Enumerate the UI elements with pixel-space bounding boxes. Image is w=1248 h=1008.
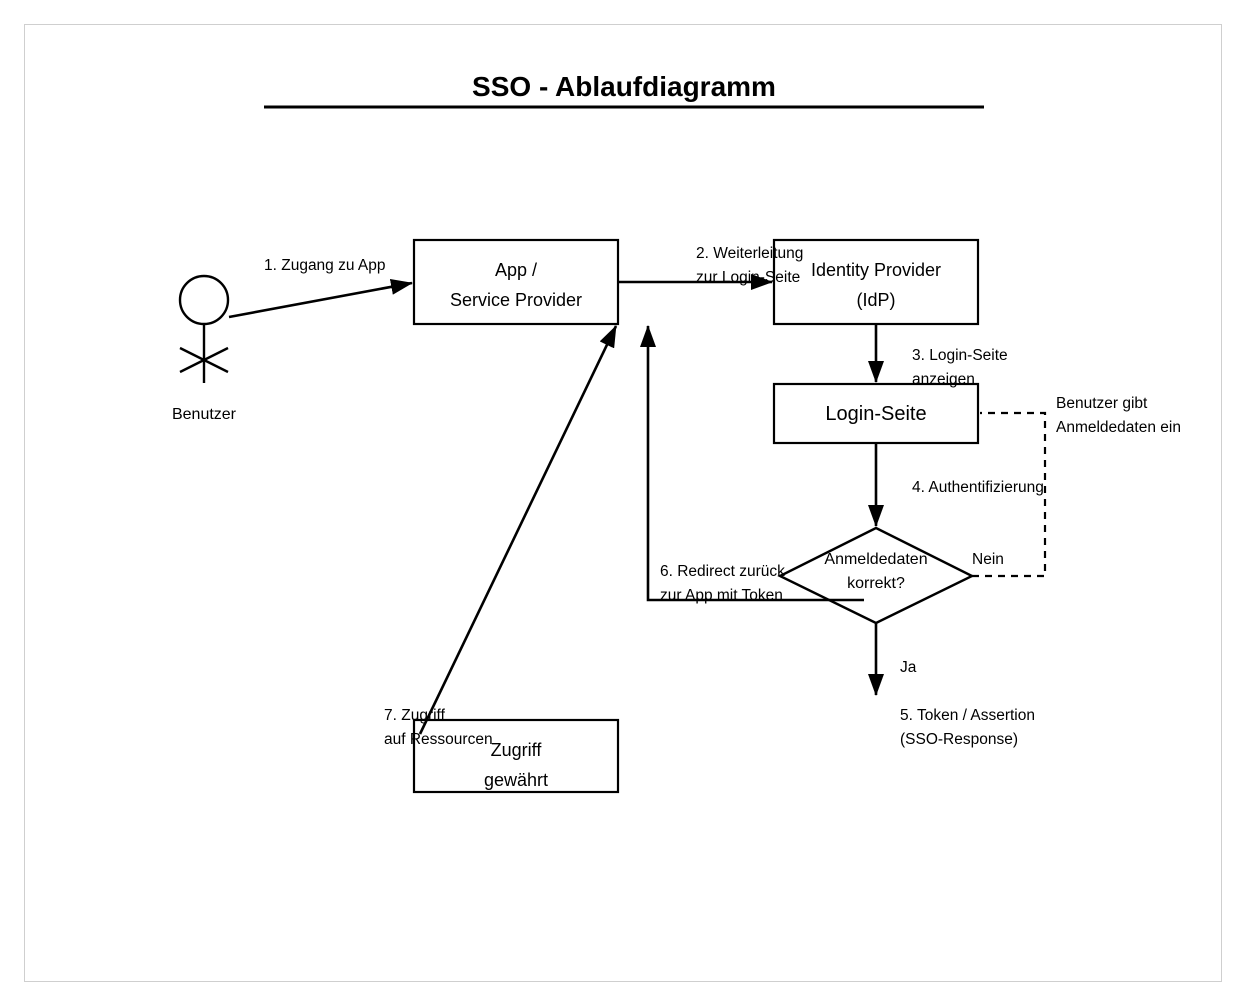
actor-label: Benutzer — [172, 406, 237, 423]
edge-4-authenticate: 4. Authentifizierung — [868, 443, 1044, 527]
node-identity-provider[interactable]: Identity Provider (IdP) — [772, 238, 980, 326]
edge-6-label-line1: 6. Redirect zurück — [660, 563, 785, 580]
node-app-line1: App / — [495, 260, 537, 280]
edge-3-label-line1: 3. Login-Seite — [912, 347, 1008, 364]
edge-5-label-line2: (SSO-Response) — [900, 731, 1018, 748]
node-granted-line2: gewährt — [484, 770, 548, 790]
edge-5-label-line1: 5. Token / Assertion — [900, 707, 1035, 724]
node-decision-credentials[interactable]: Anmeldedaten korrekt? — [777, 526, 975, 625]
edge-7-arrow — [418, 325, 618, 735]
stick-figure-icon — [178, 274, 230, 383]
node-idp-line1: Identity Provider — [811, 260, 941, 280]
edge-1-label: 1. Zugang zu App — [264, 257, 386, 274]
edge-6-label-line2: zur App mit Token — [660, 587, 783, 604]
edge-2-label-line1: 2. Weiterleitung — [696, 245, 803, 262]
node-app-service-provider[interactable]: App / Service Provider — [412, 238, 620, 326]
node-app-line2: Service Provider — [450, 290, 582, 310]
edge-7-label-line1: 7. Zugriff — [384, 707, 446, 724]
edge-3-label-line2: anzeigen — [912, 371, 975, 388]
edge-1-access-app: 1. Zugang zu App — [228, 257, 413, 319]
edge-yes-token: Ja — [868, 623, 917, 696]
edge-retry-label-line2: Anmeldedaten ein — [1056, 419, 1181, 436]
diagram-canvas — [24, 24, 1222, 982]
node-decision-line2: korrekt? — [847, 575, 905, 592]
node-decision-line1: Anmeldedaten — [824, 551, 927, 568]
edge-6-redirect-back: 6. Redirect zurück zur App mit Token — [640, 325, 864, 604]
edge-1-arrow — [228, 278, 413, 319]
edge-retry-label-line1: Benutzer gibt — [1056, 395, 1148, 412]
edge-7-label-line2: auf Ressourcen — [384, 731, 493, 748]
edge-yes-label: Ja — [900, 659, 917, 676]
edge-no-label: Nein — [972, 551, 1004, 568]
node-login-label: Login-Seite — [825, 403, 926, 425]
edge-7-access-resources: 7. Zugriff auf Ressourcen — [384, 325, 618, 748]
edge-no-retry: Nein Benutzer gibt Anmeldedaten ein — [972, 395, 1181, 578]
node-idp-line2: (IdP) — [856, 290, 895, 310]
edge-2-label-line2: zur Login-Seite — [696, 269, 800, 286]
node-access-granted[interactable]: Zugriff gewährt — [412, 718, 620, 794]
node-login-page[interactable]: Login-Seite — [772, 382, 980, 445]
edge-6-arrow — [640, 325, 864, 602]
edge-4-label: 4. Authentifizierung — [912, 479, 1044, 496]
actor-benutzer: Benutzer — [172, 274, 237, 423]
diagram-title: SSO - Ablaufdiagramm — [472, 71, 776, 102]
node-granted-line1: Zugriff — [491, 740, 543, 760]
